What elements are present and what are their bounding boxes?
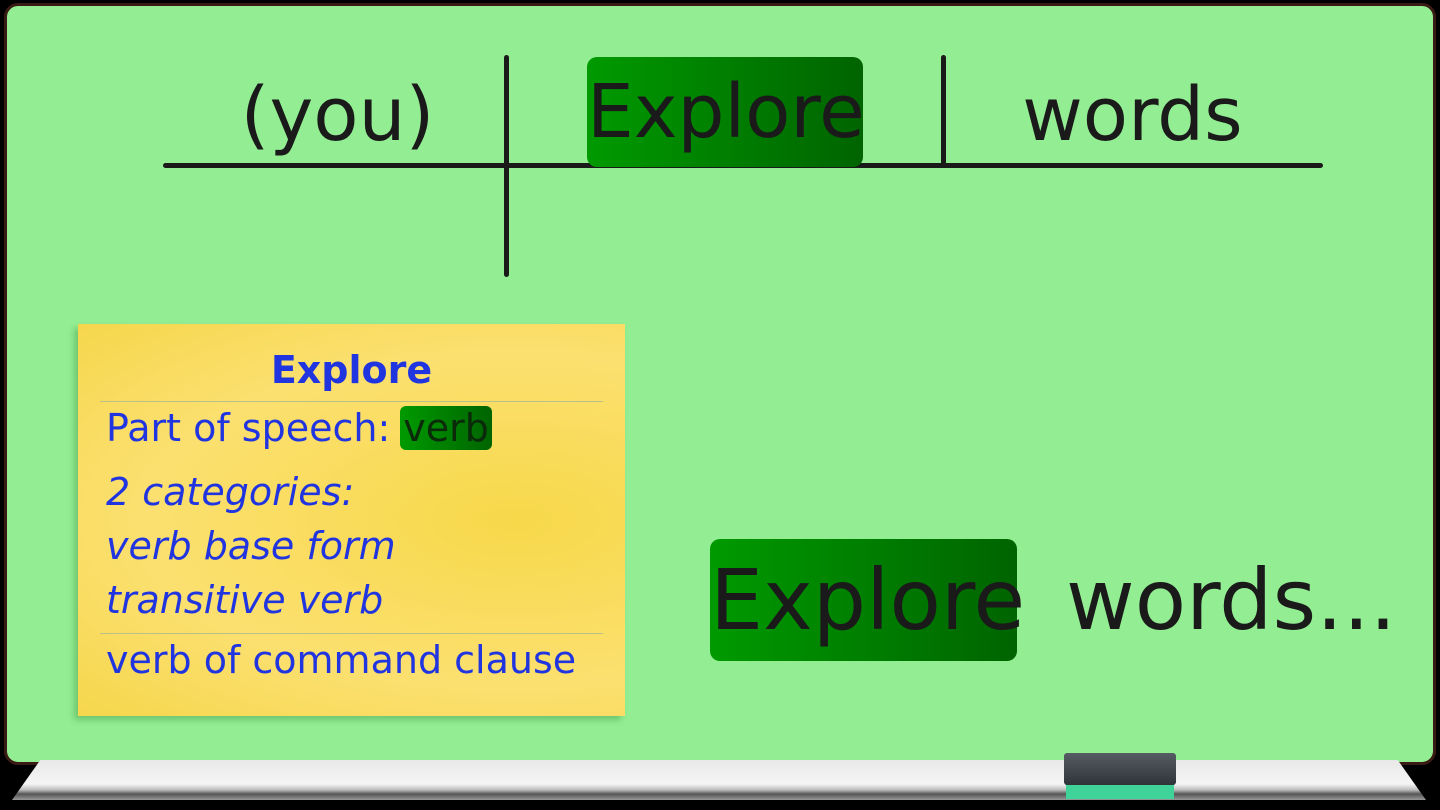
grammatical-role: verb of command clause <box>106 638 577 682</box>
sentence-highlight-word[interactable]: Explore <box>710 539 1025 661</box>
divider <box>100 633 603 634</box>
diagram-object[interactable]: words <box>1022 72 1243 158</box>
category-item: verb base form <box>106 524 396 568</box>
pos-value[interactable]: verb <box>400 406 492 450</box>
category-item: transitive verb <box>106 578 384 622</box>
diagram-subject[interactable]: (you) <box>240 72 435 158</box>
chalk-tray <box>12 760 1426 800</box>
note-title: Explore <box>270 348 433 392</box>
categories-label: 2 categories: <box>106 470 355 514</box>
subject-verb-divider <box>504 55 509 277</box>
sentence-rest[interactable]: words... <box>1066 551 1397 649</box>
diagram-verb[interactable]: Explore <box>587 57 865 167</box>
eraser-icon <box>1066 783 1174 799</box>
word-info-note: Explore Part of speech:verb 2 categories… <box>78 324 625 716</box>
pos-label: Part of speech: <box>106 406 391 450</box>
verb-object-divider <box>941 55 946 167</box>
divider <box>100 401 603 402</box>
eraser-handle <box>1064 753 1176 785</box>
